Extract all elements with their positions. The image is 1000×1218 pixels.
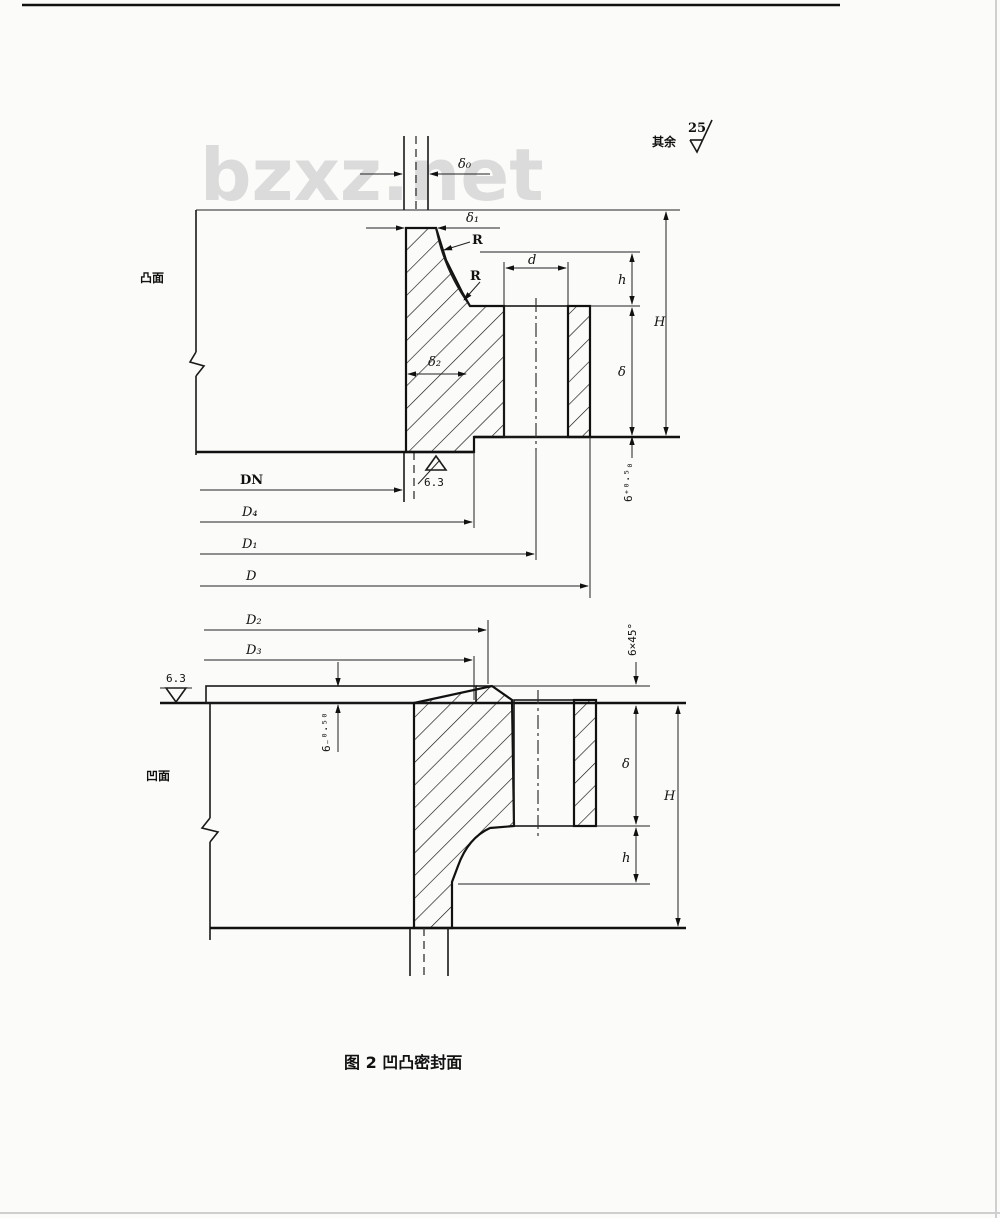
- delta2-label: δ₂: [428, 355, 441, 370]
- delta0-label: δ₀: [458, 157, 472, 172]
- roughness-symbol: [689, 119, 713, 154]
- break-mark-upper: [188, 351, 206, 377]
- roughness-symbol-upper: [424, 454, 448, 471]
- roughness-value: 25: [688, 121, 706, 136]
- raised-face-hatch: [566, 304, 592, 439]
- D1-label: D₁: [241, 537, 258, 552]
- figure-caption: 图 2 凹凸密封面: [344, 1053, 462, 1072]
- H-label: H: [653, 315, 666, 330]
- roughness-symbol-lower: [164, 687, 188, 704]
- DN-label: DN: [240, 473, 263, 488]
- general-roughness-note: 其余 25: [652, 119, 713, 154]
- recess-groove: [513, 699, 575, 827]
- lower-delta-label: δ: [622, 757, 630, 772]
- d-label: d: [528, 253, 536, 268]
- D3-label: D₃: [245, 643, 262, 658]
- tolerance-label-upper: 6⁺⁰·⁵₀: [622, 462, 635, 502]
- watermark: bzxz.net: [200, 133, 544, 217]
- recessed-face-label: 凹面: [146, 769, 170, 783]
- R-upper-leader: [443, 241, 471, 251]
- D-label: D: [245, 569, 257, 584]
- R-upper-label: R: [472, 233, 483, 248]
- D2-label: D₂: [245, 613, 262, 628]
- lower-h-label: h: [622, 851, 630, 866]
- R-lower-label: R: [470, 269, 481, 284]
- lower-H-label: H: [663, 789, 676, 804]
- roughness-label-upper: 6.3: [424, 476, 444, 489]
- lower-view: D₂ D₃ 6.3 6₋⁰·⁵⁰ 6×45°: [146, 613, 686, 976]
- flange-neck-section: [404, 226, 506, 454]
- chamfer-label: 6×45°: [626, 623, 639, 656]
- upper-view: d h δ H δ₀ δ₁ R R δ₂ 6.3 6⁺⁰·⁵₀: [140, 136, 680, 598]
- R-lower-leader: [463, 281, 481, 301]
- roughness-prefix: 其余: [652, 134, 677, 149]
- delta1-label: δ₁: [466, 211, 479, 226]
- lower-neck-section: [412, 684, 516, 930]
- raised-face-label: 凸面: [140, 271, 164, 285]
- recess-groove-hatch: [572, 698, 598, 828]
- roughness-label-lower: 6.3: [166, 672, 186, 685]
- tolerance-label-lower: 6₋⁰·⁵⁰: [320, 712, 333, 752]
- D4-label: D₄: [241, 505, 258, 520]
- h-label: h: [618, 273, 626, 288]
- delta-label: δ: [618, 365, 626, 380]
- break-mark-lower: [200, 817, 220, 843]
